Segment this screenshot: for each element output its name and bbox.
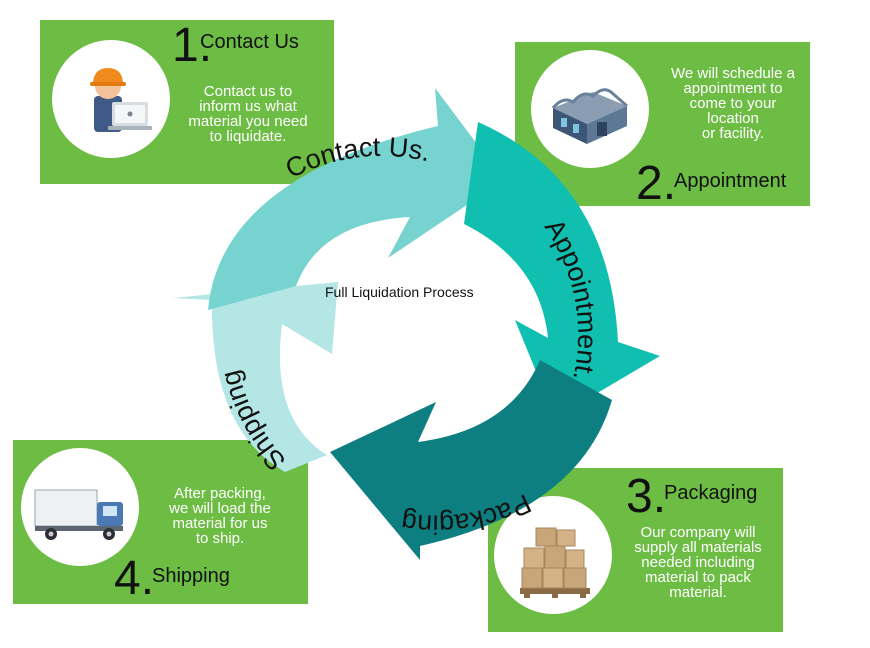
step-card-shipping: After packing, we will load the material…: [13, 440, 308, 604]
description-line: come to your: [689, 95, 777, 112]
appointment-arrow: Appointment.: [464, 122, 660, 418]
description-line: material.: [669, 584, 727, 601]
contact-arrow-shape: [208, 88, 504, 310]
packaging-arrow: Packaging: [330, 360, 612, 560]
warehouse-icon: [551, 88, 628, 144]
contact-arrow: Contact Us.: [208, 88, 504, 310]
description-line: material for us: [172, 515, 268, 532]
packaging-arrow-shape: [330, 360, 612, 560]
description-line: supply all materials: [634, 539, 762, 556]
step-description: Our company will supply all materials ne…: [620, 525, 776, 600]
shipping-arrow: Shipping: [172, 282, 338, 476]
description-line: location: [707, 110, 759, 127]
step-number: 3.: [626, 470, 667, 523]
icon-circle: [52, 40, 170, 158]
truck-icon: [34, 489, 123, 540]
icon-circle: [494, 496, 612, 614]
description-line: After packing,: [174, 485, 266, 502]
description-line: inform us what: [199, 98, 297, 115]
description-line: Our company will: [640, 524, 756, 541]
step-card-appointment: We will schedule a appointment to come t…: [515, 42, 810, 206]
step-title: Appointment: [674, 170, 787, 192]
description-line: material to pack: [645, 569, 751, 586]
step-card-contact: Contact us to inform us what material yo…: [40, 20, 334, 184]
step-title: Contact Us: [200, 31, 299, 53]
description-line: to ship.: [195, 530, 245, 547]
description-line: Contact us to: [203, 83, 293, 100]
icon-circle: [21, 448, 139, 566]
description-line: material you need: [188, 113, 308, 130]
description-line: We will schedule a: [671, 65, 795, 82]
step-title: Shipping: [152, 565, 230, 587]
description-line: appointment to: [683, 80, 783, 97]
description-line: we will load the: [169, 500, 271, 517]
icon-circle: [531, 50, 649, 168]
step-description: Contact us to inform us what material yo…: [180, 84, 316, 144]
step-title: Packaging: [664, 482, 758, 504]
boxes-pallet-icon: [520, 527, 590, 598]
step-number: 1.: [172, 19, 213, 72]
appointment-arrow-shape: [464, 122, 660, 418]
description-line: or facility.: [701, 125, 765, 142]
step-number: 4.: [114, 552, 155, 605]
description-line: to liquidate.: [209, 128, 287, 145]
worker-laptop-icon: [90, 68, 152, 132]
step-card-packaging: Our company will supply all materials ne…: [488, 468, 783, 632]
center-title: Full Liquidation Process: [325, 284, 474, 300]
step-description: We will schedule a appointment to come t…: [656, 66, 810, 141]
step-description: After packing, we will load the material…: [156, 486, 284, 546]
shipping-arrow-shape: [172, 282, 338, 472]
step-number: 2.: [636, 157, 677, 210]
description-line: needed including: [641, 554, 755, 571]
